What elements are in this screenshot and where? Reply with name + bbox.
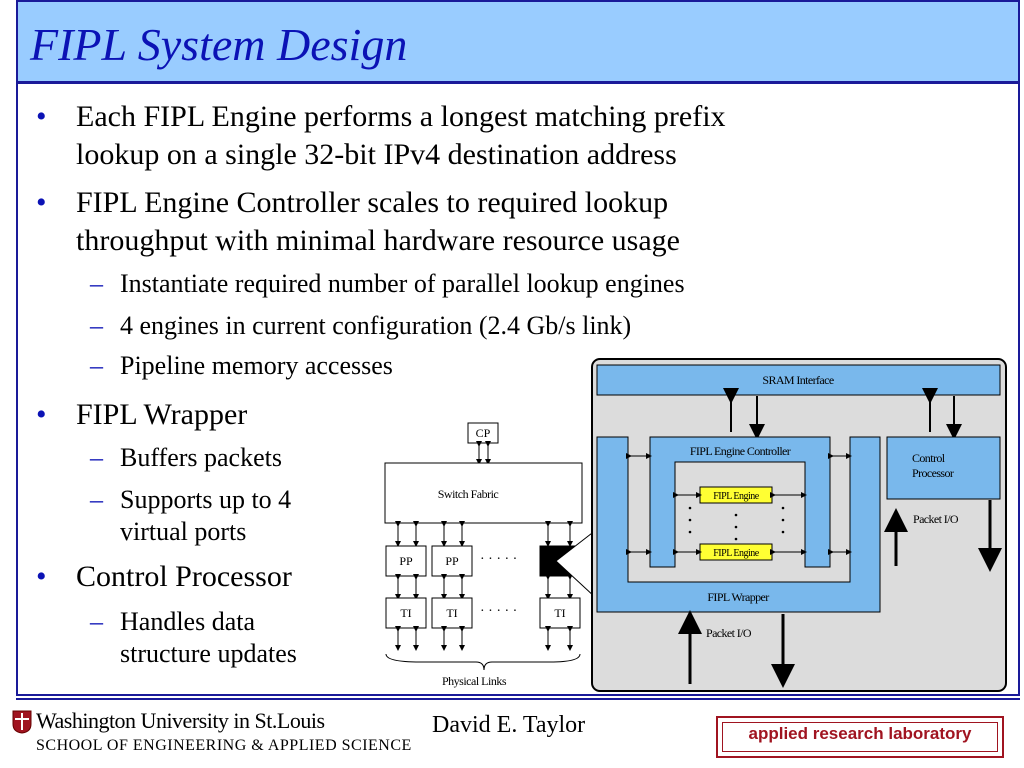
lab-name: applied research laboratory [748, 724, 972, 743]
bullet-engine-line1: Each FIPL Engine performs a longest matc… [76, 100, 726, 133]
content-frame [16, 84, 1020, 696]
bullet-dot: • [36, 398, 47, 431]
pp-label-2: PP [445, 554, 459, 568]
university-name: Washington University in St.Louis [36, 708, 325, 733]
bullet-engine-line2: lookup on a single 32-bit IPv4 destinati… [76, 138, 677, 171]
bullet-dot: • [36, 560, 47, 593]
lab-badge: applied research laboratory [716, 716, 1004, 758]
bullet-dot: • [36, 186, 47, 219]
cp-label-line1: Control [912, 451, 946, 465]
sram-label: SRAM Interface [762, 373, 834, 387]
cp-packet-io-label: Packet I/O [913, 512, 959, 526]
pp-box-1 [385, 545, 427, 577]
bullet-controller: • FIPL Engine Controller scales to requi… [36, 184, 680, 260]
title-bar: FIPL System Design [16, 0, 1020, 84]
sub-instantiate: –Instantiate required number of parallel… [90, 269, 685, 298]
engine-label-2: FIPL Engine [713, 548, 760, 559]
pp-dots: · · · · · [480, 552, 517, 567]
sub-buffers: –Buffers packets [90, 443, 282, 472]
fabric-arrows [395, 521, 573, 547]
switch-fabric-label: Switch Fabric [438, 487, 499, 501]
bullet-engine: • Each FIPL Engine performs a longest ma… [36, 98, 726, 174]
engine-label-1: FIPL Engine [713, 491, 760, 502]
bullet-controller-line2: throughput with minimal hardware resourc… [76, 224, 680, 257]
switch-fabric-box [384, 462, 583, 524]
ti-link-arrows [395, 626, 573, 651]
ti-dots: · · · · · [480, 604, 517, 619]
engine-controller-shape [649, 436, 831, 568]
engine-ellipsis [688, 506, 785, 541]
ti-label-1: TI [400, 606, 411, 620]
bullet-dot: • [36, 100, 47, 133]
physical-links-label: Physical Links [442, 674, 507, 688]
bullet-control-processor: • Control Processor [36, 558, 292, 596]
links-brace [385, 653, 581, 671]
sub-pipeline: –Pipeline memory accesses [90, 351, 393, 380]
pp-ti-arrows [395, 574, 573, 600]
wrapper-packet-io-label: Packet I/O [706, 626, 752, 640]
cp-label: CP [476, 426, 491, 440]
ti-label-3: TI [554, 606, 565, 620]
slide-title: FIPL System Design [30, 19, 408, 70]
controller-label: FIPL Engine Controller [690, 444, 791, 458]
pp-box-2 [431, 545, 473, 577]
cp-label-line2: Processor [912, 466, 954, 480]
author-name: David E. Taylor [432, 712, 586, 738]
sub-handles: –Handles data structure updates [90, 607, 297, 668]
ti-label-2: TI [446, 606, 457, 620]
cp-box [467, 422, 499, 444]
bullet-wrapper: • FIPL Wrapper [36, 396, 247, 434]
ti-box-2 [431, 597, 473, 629]
sub-four-engines: –4 engines in current configuration (2.4… [90, 311, 632, 340]
sub-virtual-ports: –Supports up to 4 virtual ports [90, 485, 292, 546]
university-seal-icon [12, 710, 32, 734]
footer-line [16, 698, 1020, 700]
bullet-controller-line1: FIPL Engine Controller scales to require… [76, 186, 669, 219]
control-processor-box [886, 436, 1001, 500]
school-name: SCHOOL OF ENGINEERING & APPLIED SCIENCE [36, 737, 412, 754]
wrapper-label: FIPL Wrapper [707, 590, 769, 604]
ti-box-1 [385, 597, 427, 629]
pp-label-1: PP [399, 554, 413, 568]
ti-box-3 [539, 597, 581, 629]
